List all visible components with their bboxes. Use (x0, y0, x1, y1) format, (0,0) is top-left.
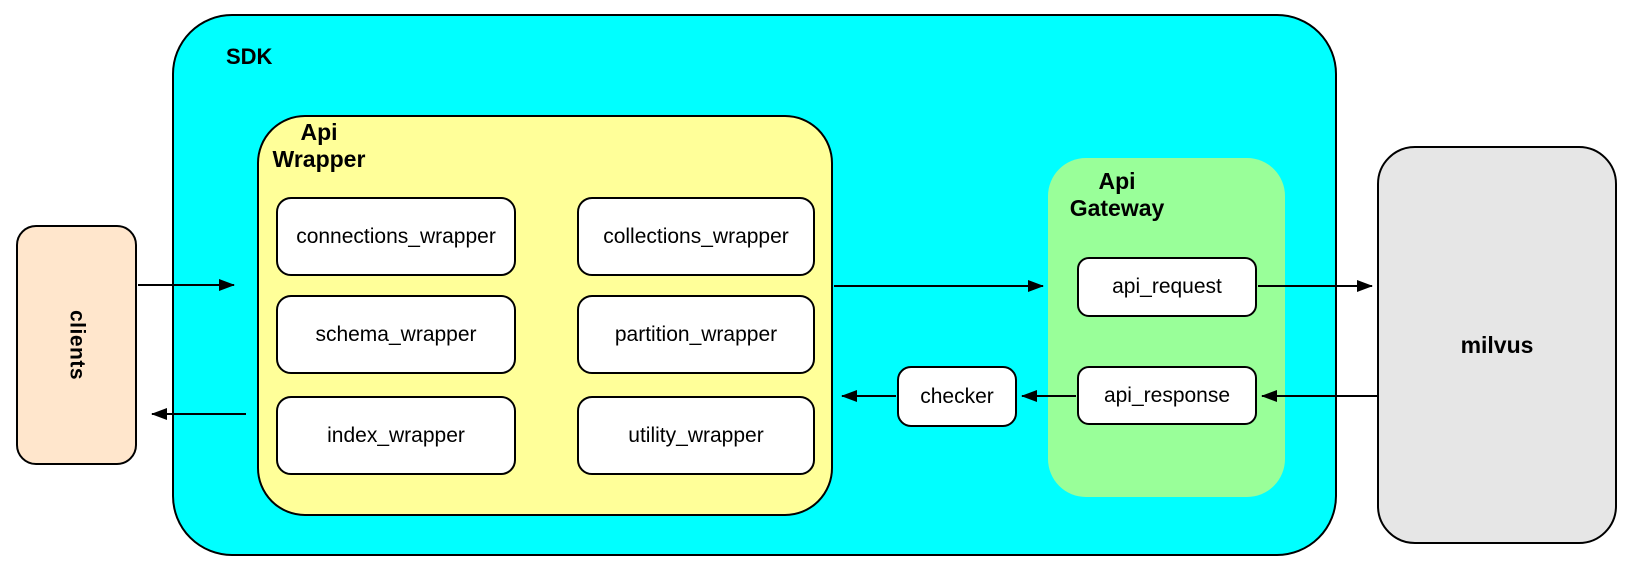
api-response-label: api_response (1103, 383, 1231, 407)
checker-label: checker (920, 384, 994, 408)
connections-wrapper-label: connections_wrapper (296, 224, 496, 248)
api-request-label: api_request (1112, 275, 1222, 298)
sdk-label: SDK (226, 44, 273, 69)
api-request-node: api_request (1077, 257, 1257, 317)
api-response-node: api_response (1077, 366, 1257, 425)
schema-wrapper-label: schema_wrapper (315, 322, 477, 346)
clients-node: clients (16, 225, 137, 465)
schema-wrapper-node: schema_wrapper (276, 295, 516, 374)
milvus-node: milvus (1377, 146, 1617, 544)
api-wrapper-label: Api Wrapper (272, 119, 366, 172)
collections-wrapper-node: collections_wrapper (577, 197, 815, 276)
collections-wrapper-label: collections_wrapper (603, 224, 789, 248)
index-wrapper-node: index_wrapper (276, 396, 516, 475)
index-wrapper-label: index_wrapper (327, 423, 465, 447)
connections-wrapper-node: connections_wrapper (276, 197, 516, 276)
utility-wrapper-label: utility_wrapper (628, 423, 764, 447)
clients-label: clients (65, 309, 89, 381)
checker-node: checker (897, 366, 1017, 427)
milvus-label: milvus (1460, 331, 1534, 358)
partition-wrapper-node: partition_wrapper (577, 295, 815, 374)
api-gateway-container (1048, 158, 1285, 497)
partition-wrapper-label: partition_wrapper (614, 322, 778, 346)
api-gateway-label: Api Gateway (1069, 168, 1165, 221)
utility-wrapper-node: utility_wrapper (577, 396, 815, 475)
